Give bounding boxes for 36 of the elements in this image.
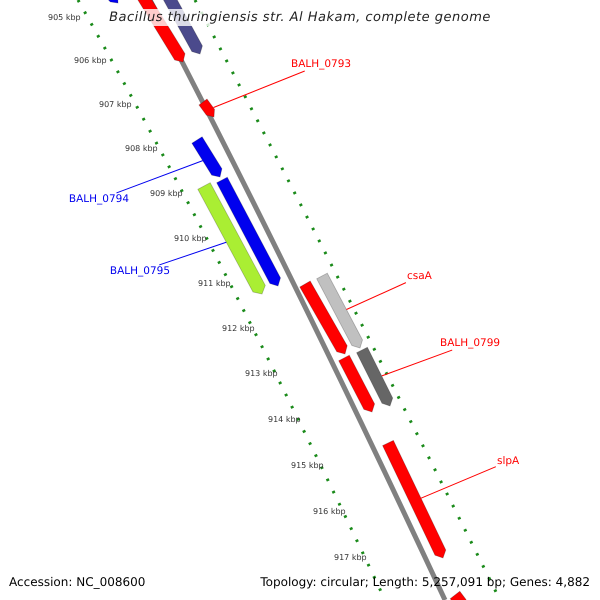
gene-bar (299, 280, 348, 354)
gene-bar (198, 98, 215, 118)
footer-text: Accession: NC_008600 (9, 575, 146, 590)
leader-line (346, 282, 406, 310)
gene-bar (338, 354, 376, 412)
tick-label: 905 kbp (48, 13, 81, 23)
leader-line (213, 70, 306, 108)
tick-label: 915 kbp (291, 461, 324, 471)
gene-bar (382, 440, 446, 558)
gene-bar (356, 346, 394, 406)
gene-bar (450, 590, 467, 600)
tick-label: 908 kbp (125, 144, 158, 154)
gene-label: BALH_0795 (110, 265, 170, 278)
tick-label: 911 kbp (198, 279, 231, 289)
gene-label: BALH_0794 (68, 193, 129, 206)
leader-line (420, 466, 496, 499)
tick-label: 913 kbp (245, 369, 278, 379)
leader-line (158, 242, 227, 266)
tick-label: 916 kbp (313, 507, 346, 517)
gene-bar (191, 136, 222, 178)
leader-line (381, 350, 453, 376)
tick-label: 912 kbp (222, 324, 255, 334)
tick-label: 906 kbp (74, 56, 107, 66)
tick-label: 914 kbp (268, 415, 301, 425)
tick-label: 917 kbp (334, 553, 367, 563)
gene-bar (316, 272, 363, 348)
tick-label: 907 kbp (99, 100, 132, 110)
gene-bar (216, 176, 281, 286)
gene-label: BALH_0799 (440, 337, 500, 350)
gene-label: slpA (497, 455, 520, 468)
tick-label: 910 kbp (174, 234, 207, 244)
tick-label: 909 kbp (150, 189, 183, 199)
gene-label: csaA (407, 270, 432, 283)
leader-line (116, 160, 204, 194)
footer-text: Topology: circular; Length: 5,257,091 bp; Genes: 4,882 (260, 575, 590, 590)
gene-label: BALH_0793 (291, 58, 352, 71)
